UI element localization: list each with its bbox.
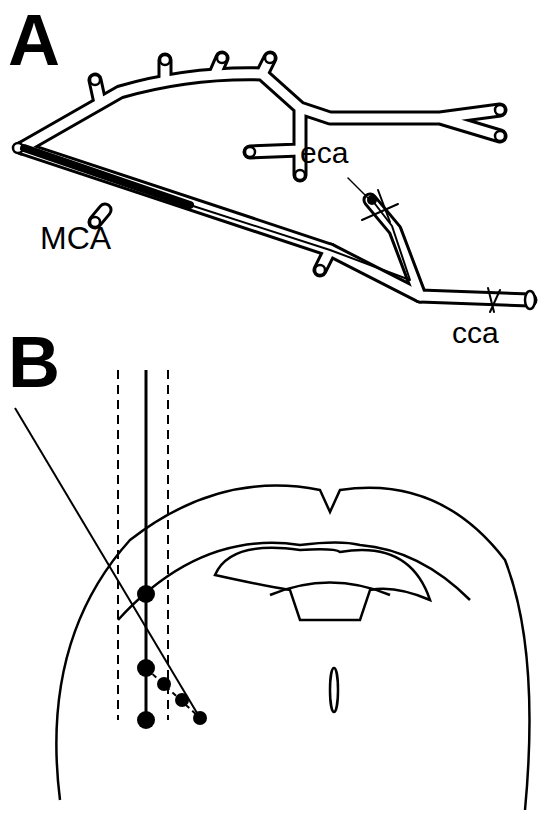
- vessel-tree: [13, 53, 535, 312]
- panel-letter: A: [8, 4, 60, 76]
- brain-section: [15, 370, 530, 810]
- artery-label: eca: [300, 138, 348, 168]
- panel-letter: B: [8, 326, 60, 398]
- artery-label: cca: [452, 318, 499, 348]
- artery-label: MCA: [40, 222, 111, 254]
